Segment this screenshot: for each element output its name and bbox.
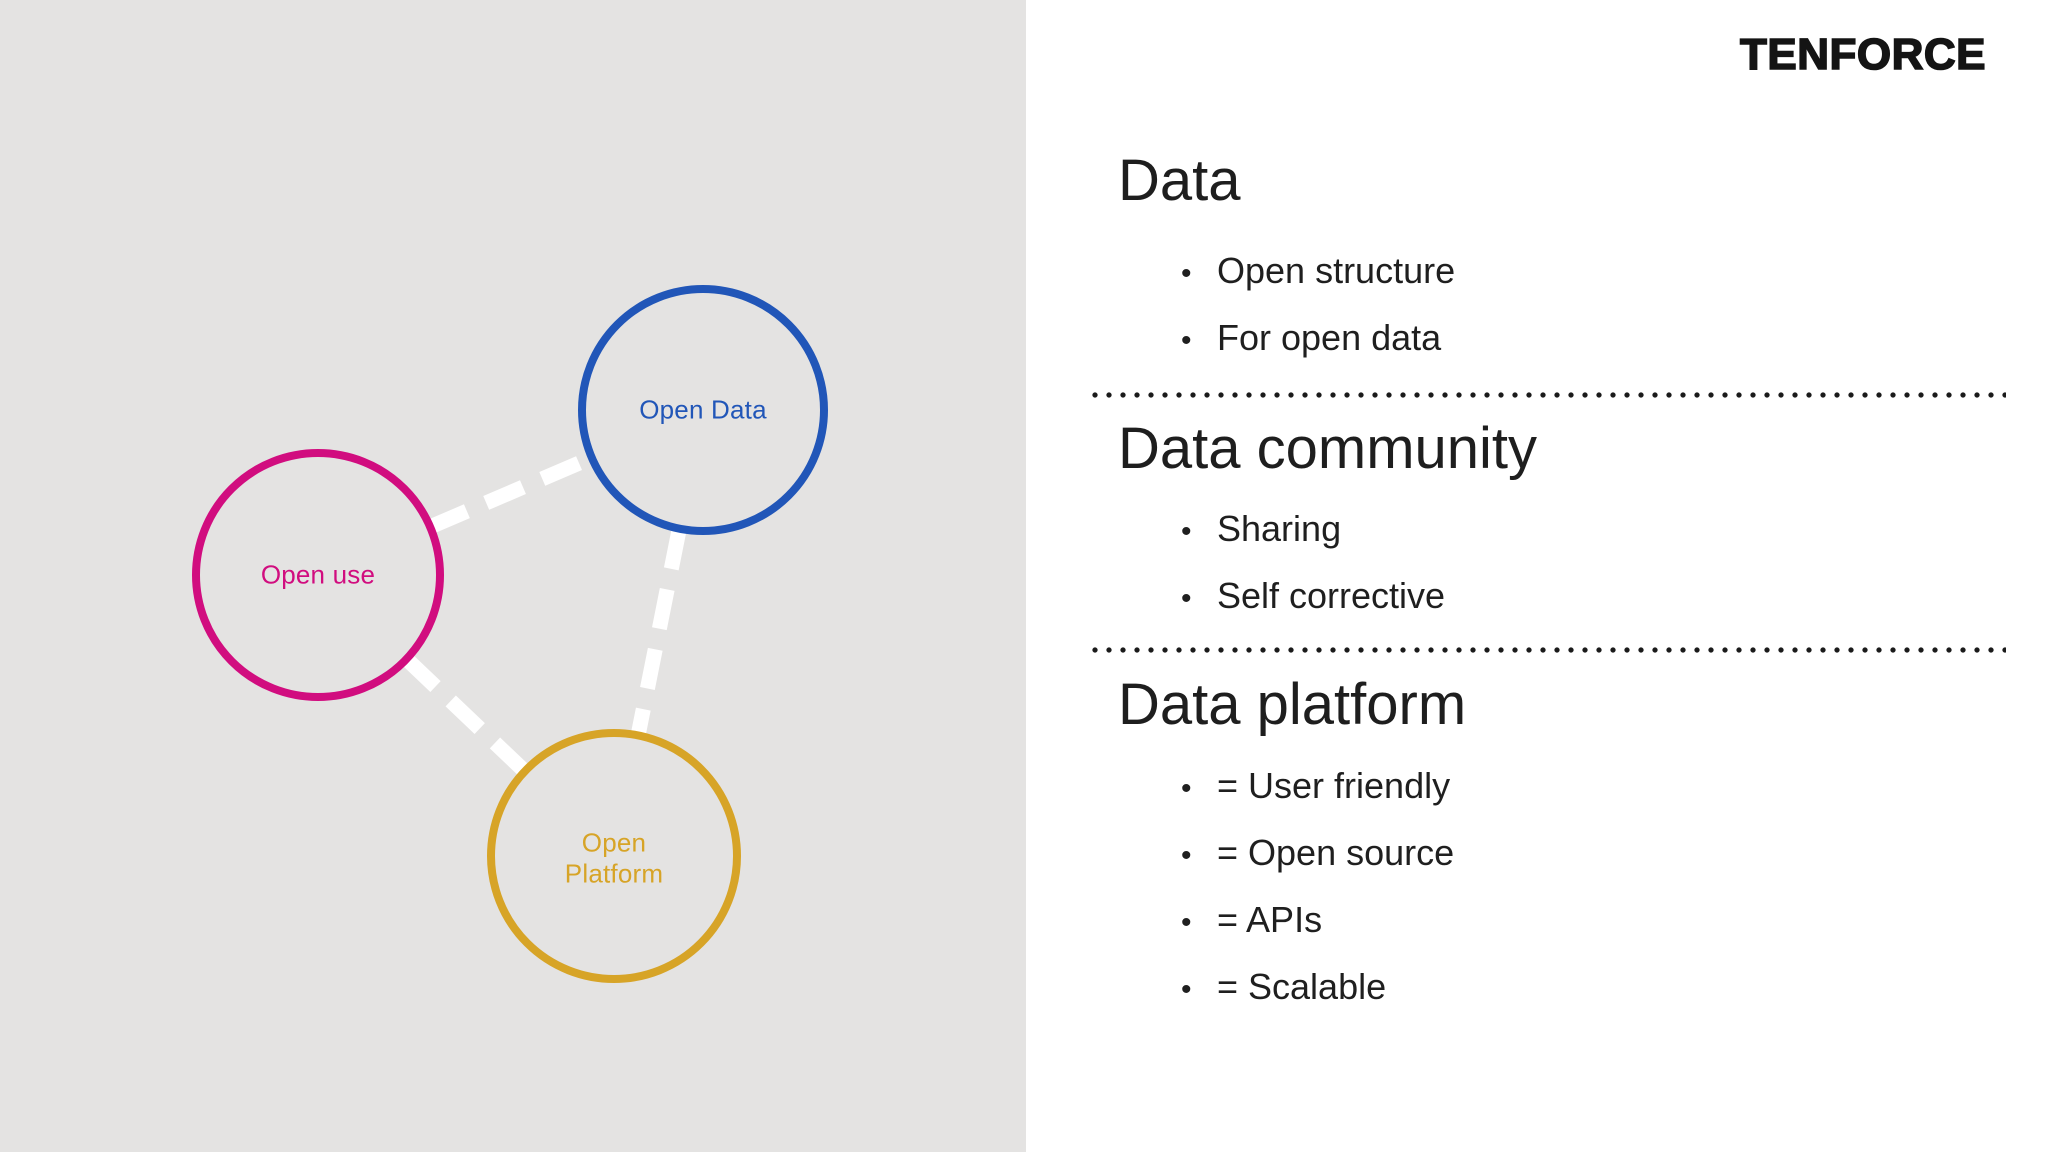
dotted-divider — [1088, 391, 2006, 399]
list-item: • Open structure — [1181, 248, 1455, 294]
bullet-icon: • — [1181, 906, 1192, 939]
bullet-list-data-platform: • = User friendly • = Open source • = AP… — [1181, 763, 1454, 1031]
bullet-icon: • — [1181, 515, 1192, 548]
list-item-label: = User friendly — [1217, 765, 1451, 806]
list-item-label: = APIs — [1217, 899, 1323, 940]
list-item-label: For open data — [1217, 317, 1442, 358]
brand-logo: TENFORCE — [1739, 29, 1986, 80]
bullet-icon: • — [1181, 839, 1192, 872]
list-item: • Sharing — [1181, 506, 1445, 552]
bullet-icon: • — [1181, 772, 1192, 805]
bullet-list-data: • Open structure • For open data — [1181, 248, 1455, 382]
list-item-label: = Scalable — [1217, 966, 1387, 1007]
list-item-label: = Open source — [1217, 832, 1455, 873]
list-item: • Self corrective — [1181, 573, 1445, 619]
list-item: • = Open source — [1181, 830, 1454, 876]
bullet-icon: • — [1181, 582, 1192, 615]
node-label-open-use: Open use — [260, 559, 376, 590]
list-item: • For open data — [1181, 315, 1455, 361]
bullet-icon: • — [1181, 257, 1192, 290]
dotted-divider — [1088, 646, 2006, 654]
bullet-icon: • — [1181, 973, 1192, 1006]
diagram-svg — [192, 285, 828, 983]
node-label-open-platform: Open Platform — [564, 827, 664, 888]
node-circle-open-use — [192, 449, 444, 701]
content-panel: TENFORCE Data • Open structure • For ope… — [1026, 0, 2048, 1152]
node-label-open-data: Open Data — [639, 394, 767, 425]
bullet-icon: • — [1181, 324, 1192, 357]
section-title-data: Data — [1118, 148, 1241, 213]
section-title-data-platform: Data platform — [1118, 672, 1467, 737]
diagram-panel: Open Data Open use Open Platform — [0, 0, 1026, 1152]
node-circle-open-data — [578, 285, 828, 535]
list-item-label: Open structure — [1217, 250, 1456, 291]
bullet-list-data-community: • Sharing • Self corrective — [1181, 506, 1445, 640]
node-circle-open-platform — [487, 729, 741, 983]
list-item-label: Sharing — [1217, 508, 1342, 549]
list-item: • = Scalable — [1181, 964, 1454, 1010]
list-item: • = User friendly — [1181, 763, 1454, 809]
list-item: • = APIs — [1181, 897, 1454, 943]
section-title-data-community: Data community — [1118, 416, 1538, 481]
list-item-label: Self corrective — [1217, 575, 1446, 616]
